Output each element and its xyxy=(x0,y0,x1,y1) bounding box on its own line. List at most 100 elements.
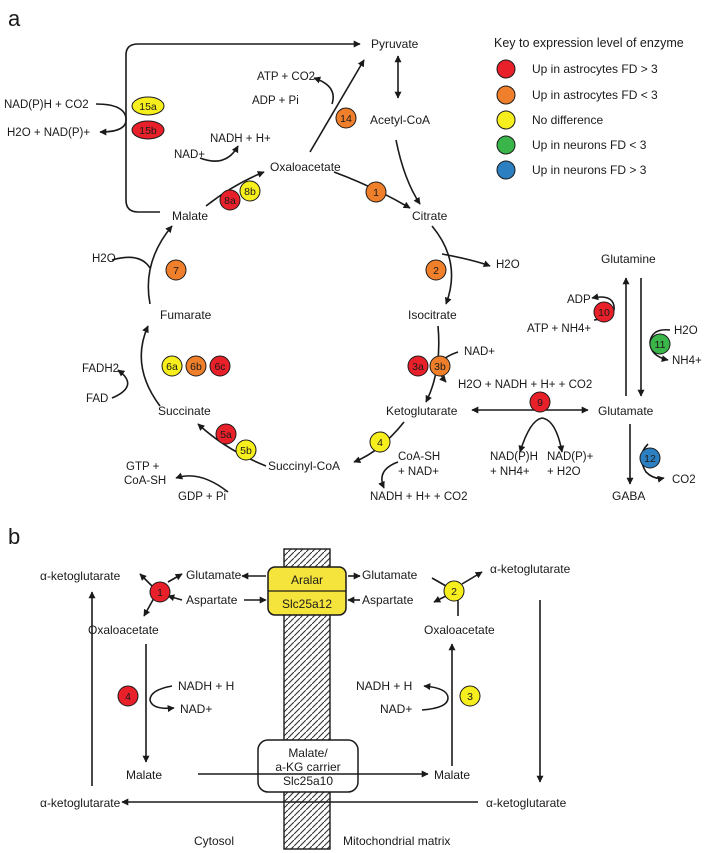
metabolite-pyruvate: Pyruvate xyxy=(371,37,419,51)
enzyme-node-8b xyxy=(239,180,261,202)
key-label-yellow: No difference xyxy=(532,113,603,127)
metabolite-ketoglutarate: Ketoglutarate xyxy=(386,404,458,418)
arrow-gdh-cofactor xyxy=(518,417,565,453)
cofactor-idh-products: H2O + NADH + H+ + CO2 xyxy=(458,379,592,391)
left-aspartate: Aspartate xyxy=(186,593,238,607)
panel-a-letter: a xyxy=(8,6,21,31)
enzyme-node-11 xyxy=(649,333,671,355)
carrier-label-line1: Malate/ xyxy=(288,746,328,760)
cytosol-label: Cytosol xyxy=(194,834,234,848)
right-nadh-h: NADH + H xyxy=(356,679,412,693)
left-nadh-h: NADH + H xyxy=(178,679,234,693)
arrow-malic-enzyme-cofactor xyxy=(95,103,127,136)
enzyme-node-14 xyxy=(335,107,357,129)
cofactor-fad: FAD xyxy=(86,393,108,405)
panel-b-enzymes: 1 2 3 4 xyxy=(117,580,481,707)
enzyme-label-5b: 5b xyxy=(240,445,252,457)
enzyme-label-4: 4 xyxy=(377,437,383,449)
cofactor-h2o-nadp: H2O + NAD(P)+ xyxy=(7,127,90,139)
right-akg-bottom: α-ketoglutarate xyxy=(486,796,567,810)
cofactor-nh4-glutaminase: NH4+ xyxy=(672,355,702,367)
enzyme-node-5b xyxy=(235,439,257,461)
mitochondrial-matrix-label: Mitochondrial matrix xyxy=(343,834,450,848)
enzyme-label-11: 11 xyxy=(655,339,666,351)
enzyme-node-15b xyxy=(131,120,165,140)
arrow-citrate-to-isocitrate xyxy=(431,225,453,305)
right-aspartate: Aspartate xyxy=(362,593,414,607)
cofactor-atp-nh4: ATP + NH4+ xyxy=(527,323,591,335)
cofactor-coash-kgdh: CoA-SH xyxy=(398,451,440,463)
enzyme-label-9: 9 xyxy=(537,397,543,409)
mdh-node-3 xyxy=(459,685,481,707)
malate-akg-carrier-box xyxy=(257,739,359,793)
enzyme-node-6b xyxy=(185,355,207,377)
cofactor-co2-gad: CO2 xyxy=(672,474,696,486)
arrow-malate-to-pyruvate xyxy=(125,40,361,213)
aralar-label: Aralar xyxy=(291,573,323,587)
cofactor-nadh-co2: NADH + H+ + CO2 xyxy=(370,491,467,503)
arrow-right-mdh-cofactor xyxy=(421,683,449,711)
cofactor-nadph-gdh: NAD(P)H xyxy=(490,451,538,463)
left-malate: Malate xyxy=(126,768,162,782)
mdh-label-4: 4 xyxy=(125,691,131,703)
transaminase-node-2 xyxy=(443,580,465,602)
enzyme-label-3a: 3a xyxy=(412,361,424,373)
enzyme-label-3b: 3b xyxy=(434,361,446,373)
arrow-fumarate-to-malate xyxy=(147,225,173,305)
expression-key: Key to expression level of enzyme Up in … xyxy=(494,36,684,180)
enzyme-node-8a xyxy=(219,189,241,211)
arrow-malate-to-oxaloacetate xyxy=(205,171,265,207)
left-glutamate: Glutamate xyxy=(186,568,242,582)
panel-b-letter: b xyxy=(8,524,20,549)
enzyme-node-3a xyxy=(407,355,429,377)
carrier-label-line3: Slc25a10 xyxy=(283,774,333,788)
enzyme-node-7 xyxy=(165,259,187,281)
arrow-enz2-to-akg xyxy=(461,571,483,585)
enzyme-node-12 xyxy=(639,447,661,469)
transaminase-label-1: 1 xyxy=(157,587,163,599)
carrier-label-line2: a-KG carrier xyxy=(275,760,340,774)
cofactor-h2o-aconitase: H2O xyxy=(496,259,520,271)
metabolite-malate: Malate xyxy=(172,209,208,223)
key-orange-dot xyxy=(496,85,516,105)
metabolite-succinate: Succinate xyxy=(158,404,211,418)
enzyme-label-12: 12 xyxy=(644,453,656,465)
arrow-kgdh-cofactor xyxy=(378,461,399,489)
cofactor-gtp: GTP + xyxy=(126,461,160,473)
enzyme-label-5a: 5a xyxy=(220,429,232,441)
cofactor-nad: NAD+ xyxy=(174,149,205,161)
key-yellow-dot xyxy=(496,110,516,130)
enzyme-label-15b: 15b xyxy=(139,125,157,137)
metabolite-gaba: GABA xyxy=(612,489,645,503)
key-title: Key to expression level of enzyme xyxy=(494,36,684,50)
enzyme-node-6a xyxy=(161,355,183,377)
enzyme-node-2 xyxy=(425,259,447,281)
mdh-label-3: 3 xyxy=(467,691,473,703)
cofactor-atp-co2: ATP + CO2 xyxy=(257,71,315,83)
left-nad: NAD+ xyxy=(180,702,212,716)
enzyme-node-3b xyxy=(429,355,451,377)
cofactor-nadp-gdh: NAD(P)+ xyxy=(547,451,594,463)
arrow-enz2-from-glutamate xyxy=(431,577,447,587)
left-oxaloacetate: Oxaloacetate xyxy=(88,623,159,637)
metabolite-succinyl-coa: Succinyl-CoA xyxy=(268,459,340,473)
key-red-dot xyxy=(496,59,516,79)
metabolite-glutamine: Glutamine xyxy=(601,252,656,266)
arrow-fumarase-water xyxy=(111,256,151,269)
arrow-left-mdh-cofactor xyxy=(149,685,175,713)
arrow-sdh-cofactor xyxy=(111,369,129,399)
cofactor-gdp-pi: GDP + Pi xyxy=(178,491,226,503)
arrow-succinate-to-fumarate xyxy=(140,325,161,407)
cofactor-h2o-glutaminase: H2O xyxy=(674,325,698,337)
metabolite-citrate: Citrate xyxy=(412,209,448,223)
enzyme-label-15a: 15a xyxy=(139,101,157,113)
key-label-green: Up in neurons FD < 3 xyxy=(532,138,647,152)
panel-a-arrows xyxy=(95,40,671,493)
enzyme-label-2: 2 xyxy=(433,265,439,277)
slc25a12-label: Slc25a12 xyxy=(282,597,332,611)
enzyme-node-6c xyxy=(209,355,231,377)
enzyme-node-10 xyxy=(593,301,615,323)
metabolite-oxaloacetate: Oxaloacetate xyxy=(270,160,341,174)
enzyme-label-7: 7 xyxy=(173,265,179,277)
